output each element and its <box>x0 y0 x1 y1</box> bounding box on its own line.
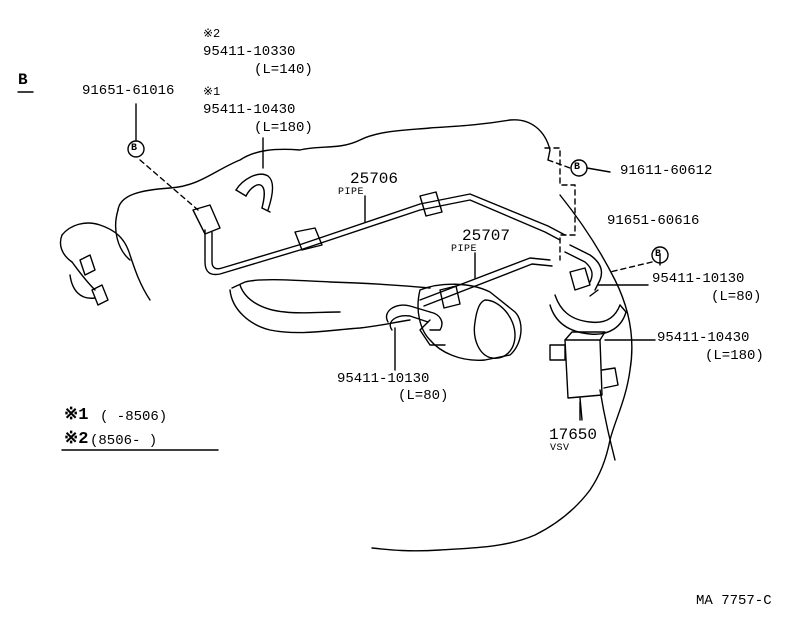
legend-mark-1: ※1 <box>64 406 89 425</box>
manifold-body-2 <box>239 284 341 314</box>
right-fitting <box>569 267 591 291</box>
part-95411-10430-upper: 95411-10430 <box>203 102 296 118</box>
left-hose-flange <box>79 254 109 306</box>
part-95411-10330-length: (L=140) <box>254 62 313 78</box>
part-95411-10430-right-length: (L=180) <box>705 348 764 364</box>
part-95411-10130-left: 95411-10130 <box>337 371 430 387</box>
pipe-clip-1 <box>294 227 323 251</box>
part-95411-10430-upper-length: (L=180) <box>254 120 313 136</box>
legend-range-2: (8506- ) <box>90 433 158 449</box>
part-95411-10130-left-length: (L=80) <box>398 388 449 404</box>
dashed-bracket <box>544 147 576 261</box>
vsv-body <box>564 339 603 399</box>
lower-left-hose <box>385 304 431 331</box>
note-mark-2: ※2 <box>203 27 221 41</box>
pipe-25706-upper <box>204 199 561 276</box>
bolt-label-2: B <box>574 162 581 173</box>
right-hose-upper <box>564 244 603 291</box>
pipe-clip-2 <box>419 191 443 217</box>
bolt-label-1: B <box>131 143 138 154</box>
engine-right-edge <box>371 194 633 552</box>
bolt-label-3: B <box>655 249 662 260</box>
dashed-leader-top <box>547 159 571 169</box>
part-95411-10130-right-length: (L=80) <box>711 289 762 305</box>
bolt-circle-1 <box>127 140 145 158</box>
vsv-top <box>564 331 606 341</box>
figure-code: MA 7757-C <box>696 593 772 609</box>
engine-outline <box>117 119 551 211</box>
engine-right-edge-2 <box>599 389 616 461</box>
part-25706: 25706 <box>350 170 399 188</box>
actuator-face <box>473 299 516 359</box>
actuator-body <box>417 283 522 361</box>
upper-hose-end <box>235 189 271 213</box>
legend-mark-2: ※2 <box>64 430 89 449</box>
dashed-leader-left <box>139 159 199 211</box>
right-hose-lower <box>549 294 627 335</box>
bolt-circle-3 <box>651 246 669 264</box>
dashed-leader-right <box>609 261 653 273</box>
part-25707: 25707 <box>462 227 511 245</box>
pipe-25707-lower <box>423 263 553 307</box>
section-letter: B <box>18 71 28 89</box>
pipe-25707-clip <box>439 285 461 309</box>
part-91611-60612: 91611-60612 <box>620 163 713 179</box>
manifold-body <box>229 289 411 334</box>
engine-outline-lower <box>114 209 131 261</box>
part-25706-name: PIPE <box>338 187 365 198</box>
manifold-flange <box>231 278 431 289</box>
vsv-port <box>601 367 619 389</box>
part-91651-60616: 91651-60616 <box>607 213 700 229</box>
bolt-circle-2 <box>570 159 588 177</box>
part-95411-10130-right: 95411-10130 <box>652 271 745 287</box>
actuator-flange <box>419 319 446 346</box>
part-95411-10430-right: 95411-10430 <box>657 330 750 346</box>
pipe-clip-3 <box>192 204 221 235</box>
leader-91611 <box>586 167 611 173</box>
legend-range-1: ( -8506) <box>100 409 168 425</box>
part-25707-name: PIPE <box>451 244 478 255</box>
upper-hose <box>235 173 274 211</box>
part-91651-61016: 91651-61016 <box>82 83 175 99</box>
lower-left-hose-bend <box>429 311 443 331</box>
pipe-25706-lower <box>211 193 566 270</box>
right-hose-cap <box>589 289 627 313</box>
left-hose-end <box>59 234 73 263</box>
left-hose-outline <box>61 222 151 301</box>
note-mark-1: ※1 <box>203 85 221 99</box>
vsv-bracket <box>549 344 566 361</box>
part-95411-10330: 95411-10330 <box>203 44 296 60</box>
part-17650-name: VSV <box>550 443 570 454</box>
part-17650: 17650 <box>549 426 598 444</box>
